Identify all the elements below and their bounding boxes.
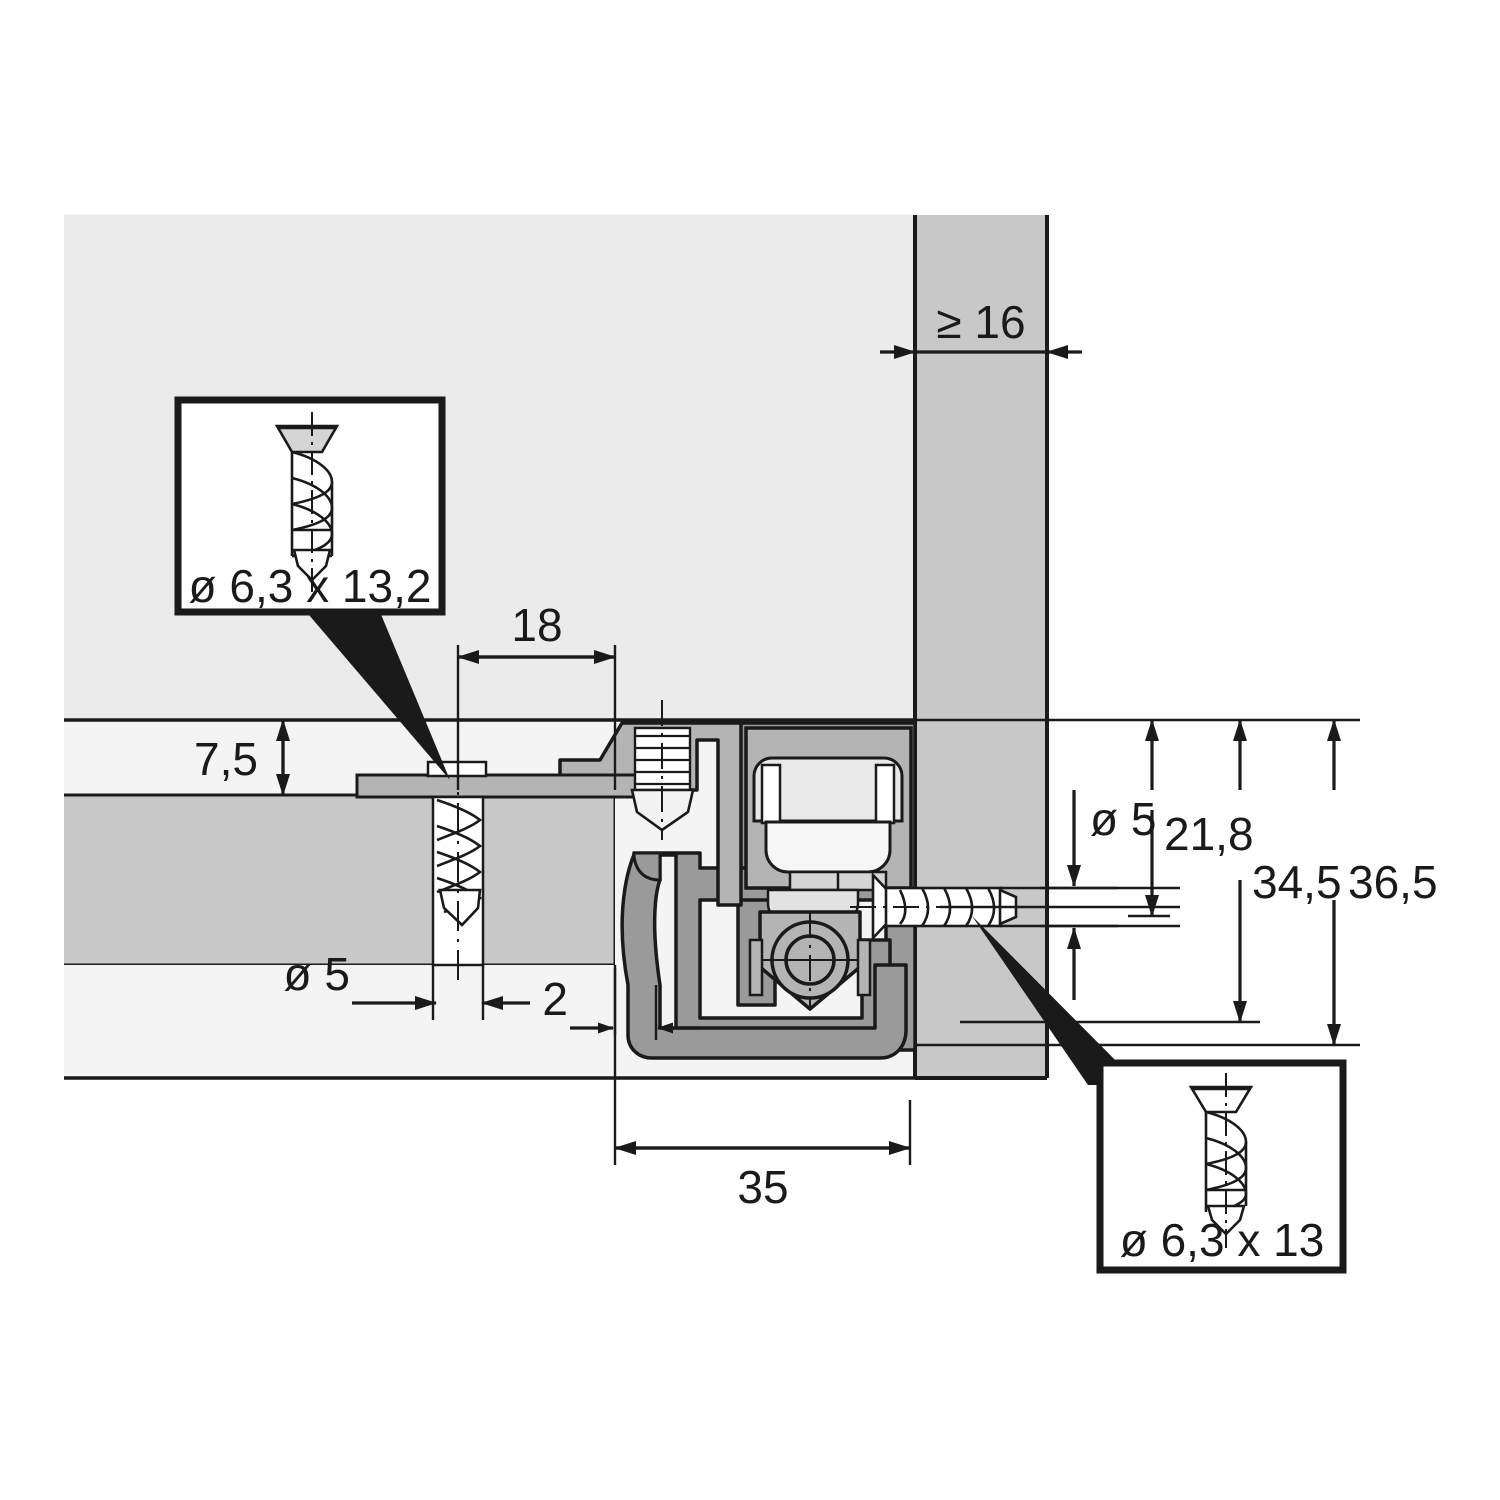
drawer-bottom-panel xyxy=(64,793,617,967)
dimension-height-34-5: 34,5 xyxy=(1233,719,1342,1023)
dimension-height-36-5: 36,5 xyxy=(1327,719,1438,1046)
dimension-label-top-offset: 7,5 xyxy=(194,733,258,785)
callout-label-screw-upper: ø 6,3 x 13,2 xyxy=(189,560,432,612)
dimension-panel-thickness: ≥ 16 xyxy=(880,296,1082,359)
dimension-label-height-34-5: 34,5 xyxy=(1252,856,1342,908)
screw-icon xyxy=(1188,1073,1254,1248)
dimension-label-hole-diameter-right: ø 5 xyxy=(1090,793,1156,845)
dimension-label-screw-setback: 18 xyxy=(511,599,562,651)
dimension-label-height-21-8: 21,8 xyxy=(1164,808,1254,860)
leader-line-upper xyxy=(303,608,450,780)
drawer-slide-assembly xyxy=(558,721,917,1060)
dimension-hole-diameter-left: ø 5 xyxy=(284,948,530,1020)
callout-label-screw-lower: ø 6,3 x 13 xyxy=(1120,1214,1325,1266)
callout-screw-upper: ø 6,3 x 13,2 xyxy=(174,396,446,616)
dimension-slide-depth: 35 xyxy=(614,1141,911,1213)
dimension-label-hole-diameter-left: ø 5 xyxy=(284,948,350,1000)
dimension-height-21-8: 21,8 xyxy=(1128,719,1254,918)
dimension-label-panel-thickness: ≥ 16 xyxy=(936,296,1025,348)
dimension-top-offset: 7,5 xyxy=(194,719,290,796)
dimension-label-slide-depth: 35 xyxy=(737,1161,788,1213)
roller xyxy=(748,910,872,1011)
dimension-screw-setback: 18 xyxy=(457,599,616,664)
screw-icon xyxy=(274,412,340,594)
leader-line-lower xyxy=(972,916,1140,1085)
dimension-hole-diameter-right: ø 5 xyxy=(1040,790,1156,1000)
dimension-gap: 2 xyxy=(542,973,700,1034)
callout-screw-lower: ø 6,3 x 13 xyxy=(1096,1059,1347,1274)
dimension-label-height-36-5: 36,5 xyxy=(1348,856,1438,908)
projection-lines xyxy=(456,645,1360,1165)
rail-top-screw xyxy=(630,700,695,840)
dimension-label-gap: 2 xyxy=(542,973,568,1025)
